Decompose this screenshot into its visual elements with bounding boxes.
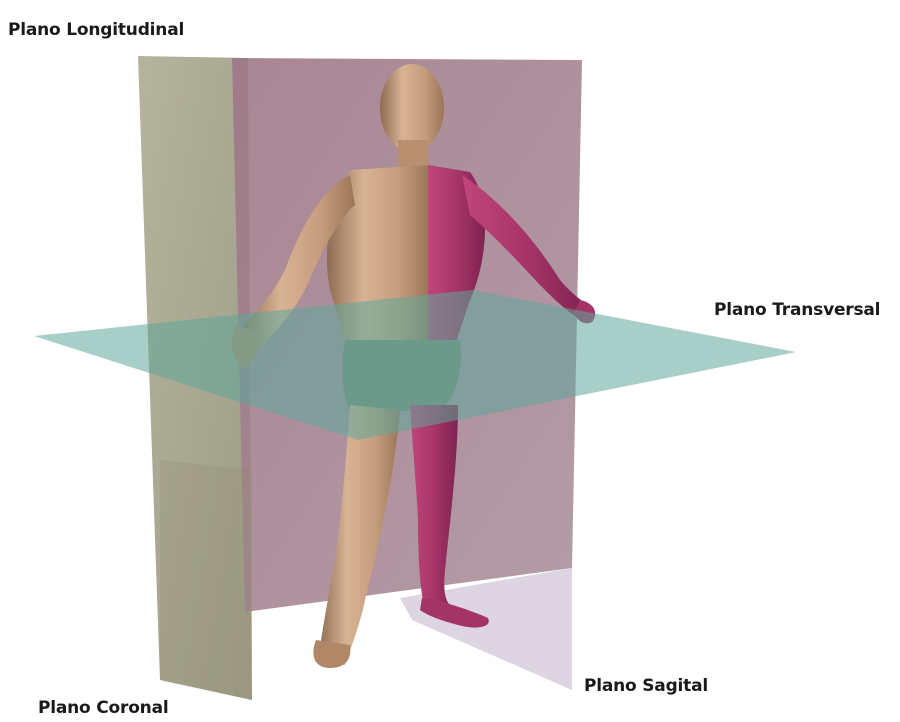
label-plano-coronal: Plano Coronal xyxy=(38,698,168,718)
label-plano-transversal: Plano Transversal xyxy=(714,300,880,320)
label-plano-sagital: Plano Sagital xyxy=(584,676,708,696)
coronal-plane-front-tint xyxy=(160,460,252,700)
label-plano-longitudinal: Plano Longitudinal xyxy=(8,20,184,40)
